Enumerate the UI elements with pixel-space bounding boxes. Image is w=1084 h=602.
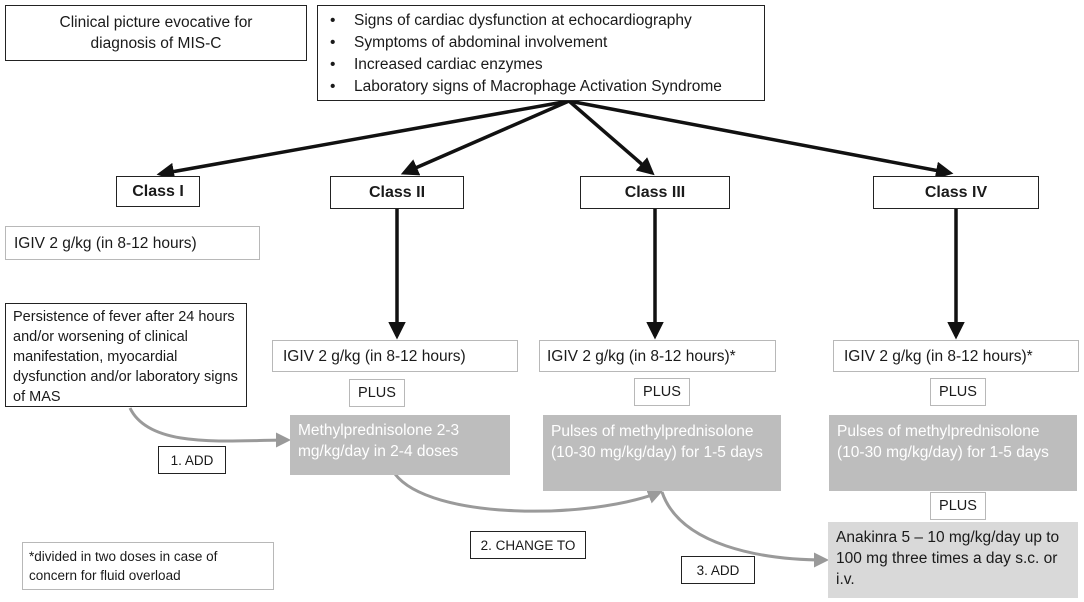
persistence-box: Persistence of fever after 24 hours and/…: [5, 303, 247, 407]
anakinra-text: Anakinra 5 – 10 mg/kg/day up to 100 mg t…: [836, 529, 1060, 588]
step-change-label: 2. CHANGE TO: [470, 531, 586, 559]
class3-pulses-box: Pulses of methylprednisolone (10-30 mg/k…: [543, 415, 781, 491]
methylprednisolone-box: Methylprednisolone 2-3 mg/kg/day in 2-4 …: [290, 415, 510, 475]
class4-box: Class IV: [873, 176, 1039, 209]
class3-label: Class III: [624, 183, 686, 201]
class2-box: Class II: [330, 176, 464, 209]
class3-box: Class III: [580, 176, 730, 209]
arrow-add-methyl: [128, 407, 291, 448]
class2-igiv-text: IGIV 2 g/kg (in 8-12 hours): [283, 347, 466, 365]
arrow-to-class2: [400, 99, 570, 176]
class4-pulses-box: Pulses of methylprednisolone (10-30 mg/k…: [829, 415, 1077, 491]
arrow-to-class4: [568, 99, 954, 179]
criteria-item: Laboratory signs of Macrophage Activatio…: [324, 76, 758, 98]
class2-plus-box: PLUS: [349, 379, 405, 407]
clinical-picture-text: Clinical picture evocative for diagnosis…: [59, 14, 253, 52]
class4-pulses-text: Pulses of methylprednisolone (10-30 mg/k…: [837, 423, 1049, 461]
class4-label: Class IV: [924, 183, 988, 201]
class3-igiv-text: IGIV 2 g/kg (in 8-12 hours)*: [547, 347, 736, 365]
clinical-picture-box: Clinical picture evocative for diagnosis…: [5, 5, 307, 61]
class3-pulses-text: Pulses of methylprednisolone (10-30 mg/k…: [551, 423, 763, 461]
class4-plus1-text: PLUS: [939, 384, 977, 400]
arrow-to-class3: [567, 99, 655, 176]
step-add3-label: 3. ADD: [681, 556, 755, 584]
class2-plus-text: PLUS: [358, 385, 396, 401]
class1-box: Class I: [116, 176, 200, 207]
step-change-text: 2. CHANGE TO: [480, 537, 576, 553]
class4-igiv-text: IGIV 2 g/kg (in 8-12 hours)*: [844, 347, 1033, 365]
criteria-box: Signs of cardiac dysfunction at echocard…: [317, 5, 765, 101]
class3-plus-box: PLUS: [634, 378, 690, 406]
class4-plus2-box: PLUS: [930, 492, 986, 520]
persistence-text: Persistence of fever after 24 hours and/…: [13, 309, 238, 405]
class3-plus-text: PLUS: [643, 384, 681, 400]
arrow-add-anakinra: [660, 491, 829, 568]
criteria-list: Signs of cardiac dysfunction at echocard…: [324, 10, 758, 98]
footnote-text: *divided in two doses in case of concern…: [29, 549, 218, 583]
criteria-item: Increased cardiac enzymes: [324, 54, 758, 76]
criteria-item: Signs of cardiac dysfunction at echocard…: [324, 10, 758, 32]
arrow-change-pulses: [393, 473, 663, 513]
methylprednisolone-text: Methylprednisolone 2-3 mg/kg/day in 2-4 …: [298, 422, 460, 460]
class4-igiv-box: IGIV 2 g/kg (in 8-12 hours)*: [833, 340, 1079, 372]
anakinra-box: Anakinra 5 – 10 mg/kg/day up to 100 mg t…: [828, 522, 1078, 598]
arrow-to-class1: [156, 99, 570, 181]
class4-plus2-text: PLUS: [939, 498, 977, 514]
class2-label: Class II: [368, 183, 426, 201]
footnote-box: *divided in two doses in case of concern…: [22, 542, 274, 590]
class1-igiv-box: IGIV 2 g/kg (in 8-12 hours): [5, 226, 260, 260]
criteria-item: Symptoms of abdominal involvement: [324, 32, 758, 54]
step-add-label: 1. ADD: [158, 446, 226, 474]
class3-igiv-box: IGIV 2 g/kg (in 8-12 hours)*: [539, 340, 776, 372]
step-add3-text: 3. ADD: [696, 562, 740, 578]
step-add-text: 1. ADD: [170, 452, 214, 468]
class1-igiv-text: IGIV 2 g/kg (in 8-12 hours): [14, 234, 197, 252]
class2-igiv-box: IGIV 2 g/kg (in 8-12 hours): [272, 340, 518, 372]
class4-plus1-box: PLUS: [930, 378, 986, 406]
class1-label: Class I: [132, 182, 184, 200]
